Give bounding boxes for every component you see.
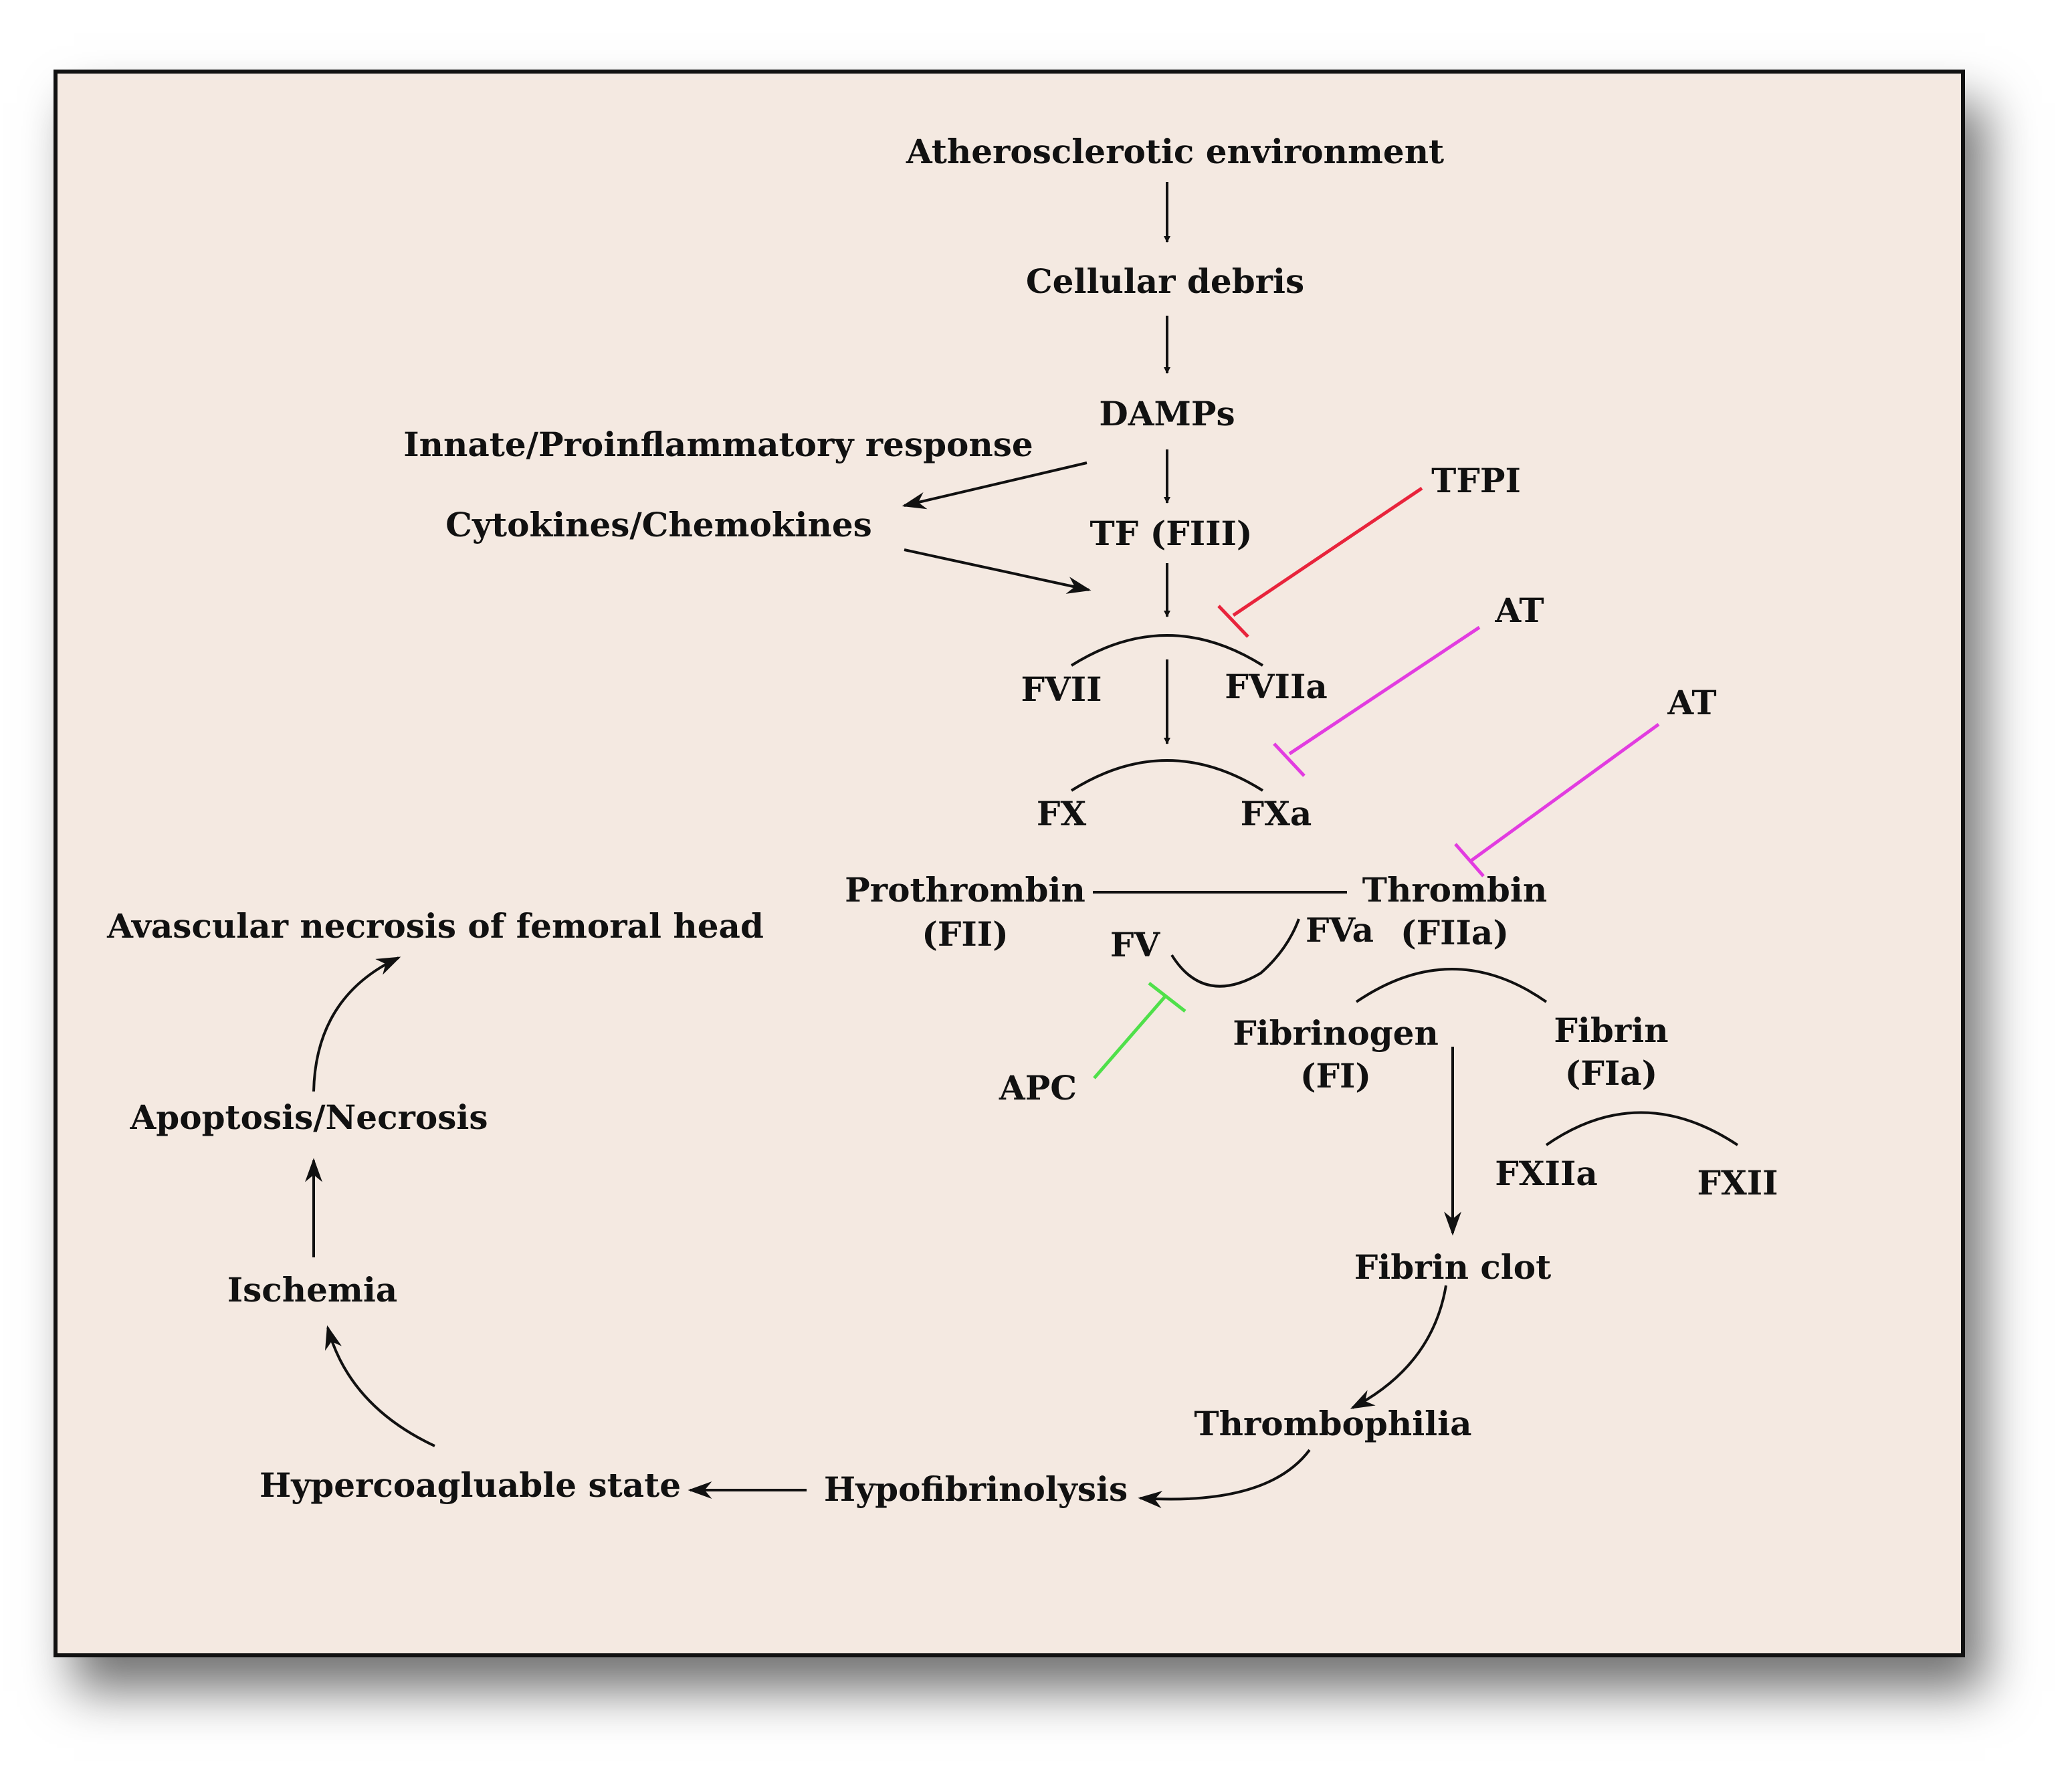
arrow-hypercoagulable-to-ischemia [325,1325,435,1447]
node-cytokines: Cytokines/Chemokines [445,505,872,544]
node-tfpi: TFPI [1431,461,1521,500]
inhibitions [1093,486,1660,1079]
node-fibrin-clot: Fibrin clot [1354,1247,1551,1287]
node-at-2: AT [1667,683,1716,722]
node-innate-response: Innate/Proinflammatory response [403,425,1033,464]
arrow-thrombophilia-to-hypofibrinolysis [1138,1449,1311,1509]
node-fxiia: FXIIa [1495,1154,1597,1193]
node-ischemia: Ischemia [227,1270,397,1310]
node-fxii: FXII [1697,1163,1778,1203]
arrow-innate-to-cytokines [902,461,1087,510]
arrow-clot-to-thrombophilia [1350,1285,1447,1409]
node-apoptosis: Apoptosis/Necrosis [129,1098,488,1137]
node-fibrinogen: Fibrinogen [1233,1013,1439,1053]
node-fxa: FXa [1241,794,1312,833]
arc-fxiia-fxii [1545,1111,1739,1146]
node-hypofibrinolysis: Hypofibrinolysis [824,1469,1128,1509]
node-fva: FVa [1306,910,1374,950]
connectors [305,182,1739,1509]
node-prothrombin-code: (FII) [922,914,1009,954]
apc-inhibition [1093,982,1186,1079]
node-thrombin-code: (FIIa) [1401,913,1509,952]
at-thrombin-inhibition [1454,722,1660,877]
node-fv: FV [1110,925,1160,964]
curve-fv-fva [1170,918,1300,988]
node-fibrin: Fibrin [1554,1011,1668,1050]
node-cellular-debris: Cellular debris [1026,262,1304,301]
node-apc: APC [999,1068,1077,1108]
diagram-frame [54,70,1965,1657]
arc-fibrinogen-fibrin [1355,968,1548,1003]
node-thrombin: Thrombin [1362,870,1547,910]
node-fibrinogen-code: (FI) [1300,1056,1371,1096]
node-avascular: Avascular necrosis of femoral head [106,906,764,946]
node-thrombophilia: Thrombophilia [1194,1404,1471,1443]
node-damps: DAMPs [1099,394,1235,433]
node-fvii: FVII [1021,669,1102,709]
node-tf: TF (FIII) [1090,514,1252,553]
arrow-apoptosis-to-avascular [312,956,401,1092]
labels: Atherosclerotic environment Cellular deb… [106,132,1778,1509]
arrow-cytokines-to-pathway [904,548,1092,594]
node-fx: FX [1037,794,1086,833]
node-at-1: AT [1494,591,1544,630]
arc-fx-fxa [1070,759,1264,792]
node-fibrin-code: (FIa) [1565,1053,1658,1093]
node-atherosclerotic: Atherosclerotic environment [906,132,1444,171]
at-fxa-inhibition [1273,625,1481,777]
arc-fvii-fviia [1070,634,1264,667]
node-hypercoagulable: Hypercoagluable state [260,1465,681,1505]
node-fviia: FVIIa [1225,667,1327,706]
node-prothrombin: Prothrombin [845,870,1085,910]
tfpi-inhibition [1217,486,1423,638]
